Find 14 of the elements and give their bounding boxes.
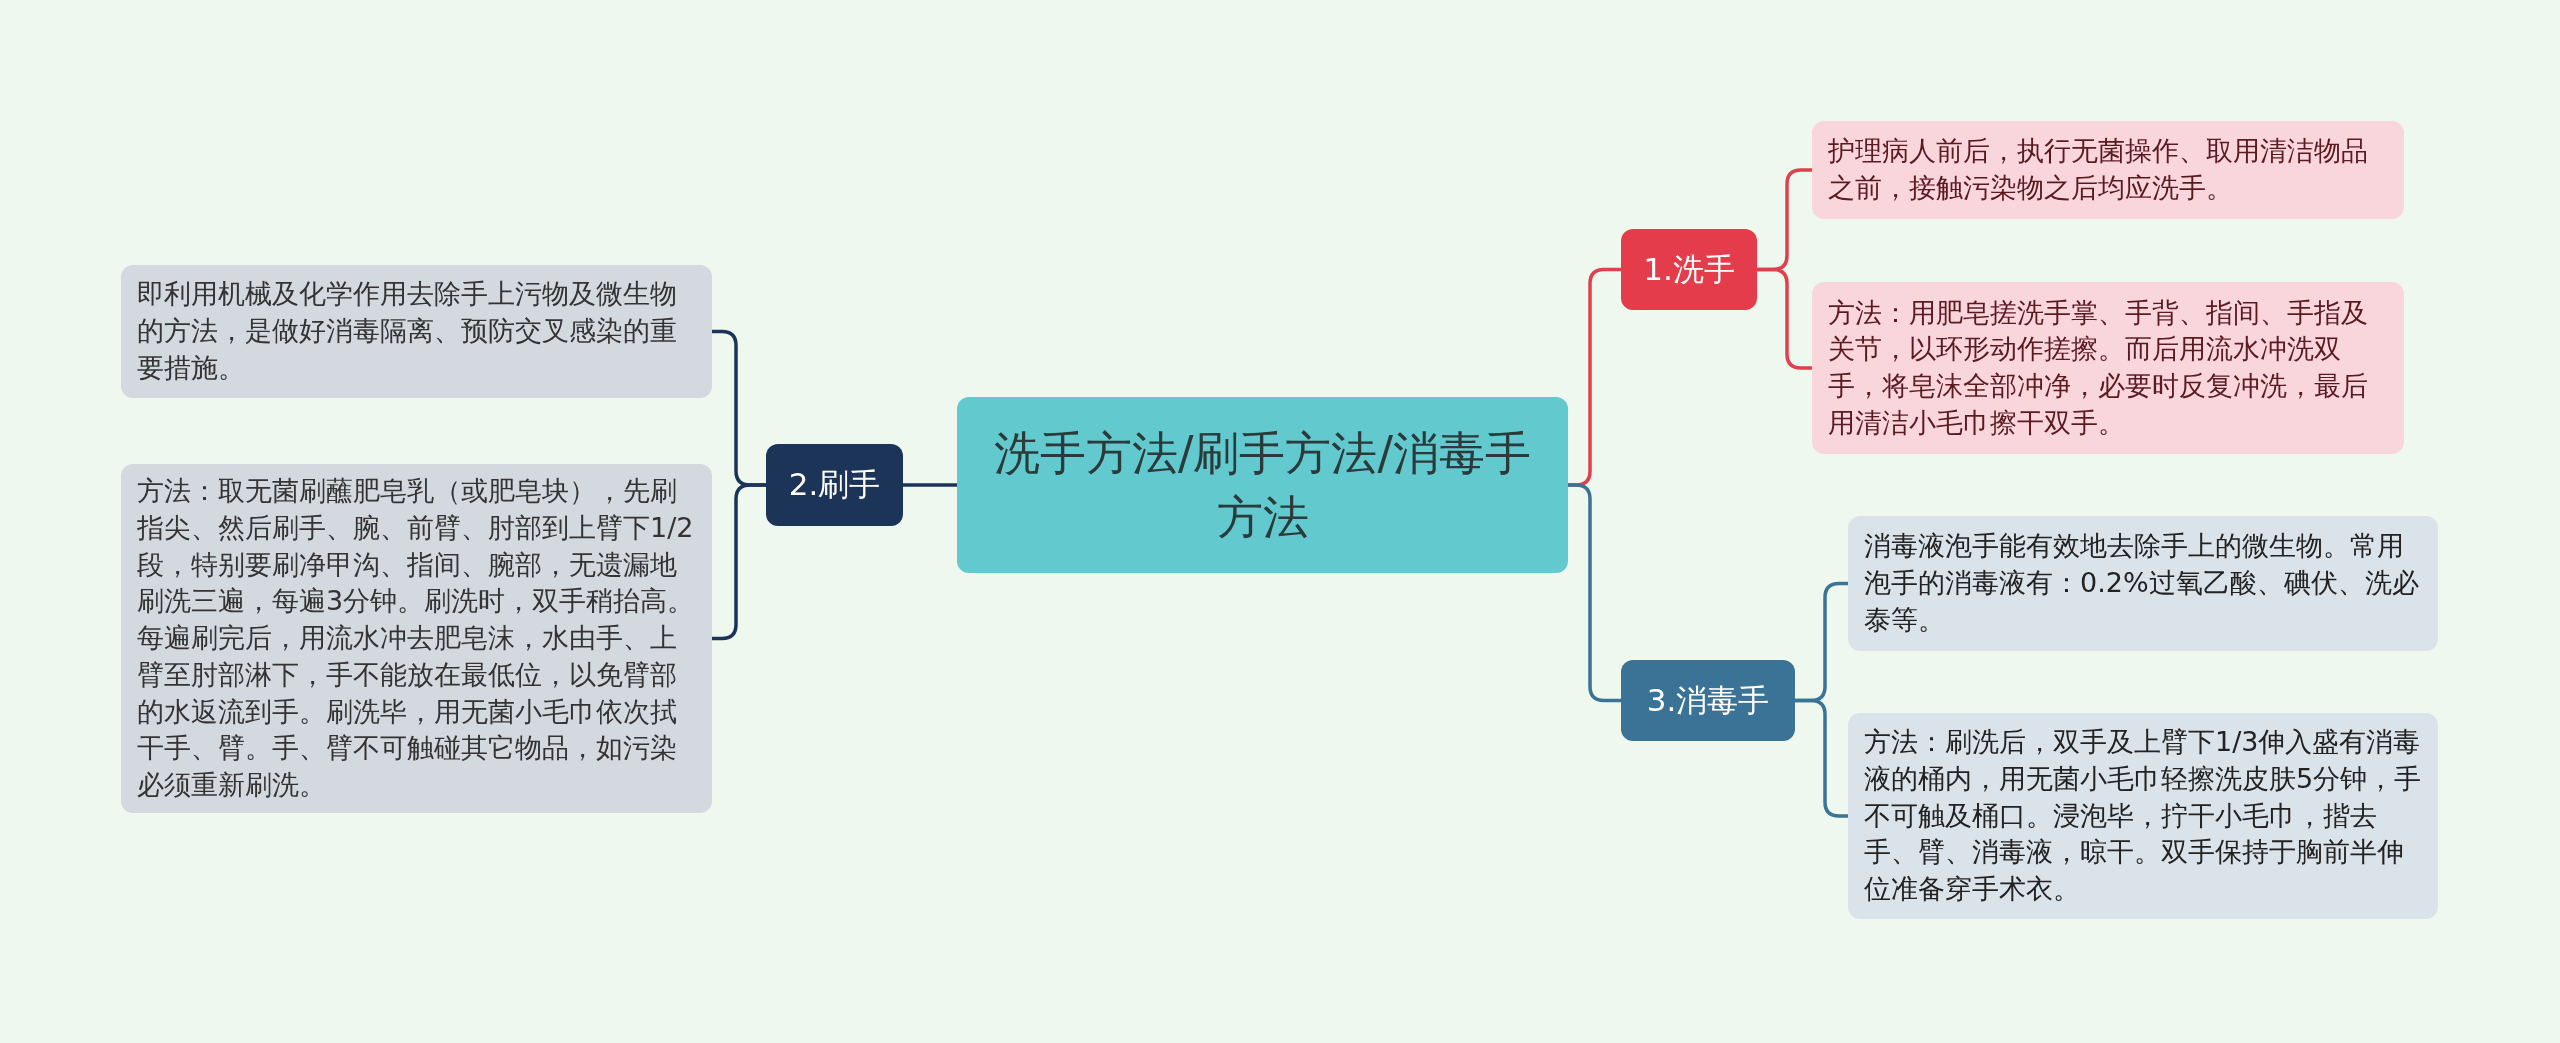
note-box: 方法：刷洗后，双手及上臂下1/3伸入盛有消毒液的桶内，用无菌小毛巾轻擦洗皮肤5分钟，手不可触及桶口。浸泡毕，拧干小毛巾，揩去手、臂、消毒液，晾干。双手保持于胸前半伸位准备穿手术衣。	[1848, 713, 2438, 919]
central-topic-box: 洗手方法/刷手方法/消毒手方法	[957, 397, 1568, 573]
note-box: 即利用机械及化学作用去除手上污物及微生物的方法，是做好消毒隔离、预防交叉感染的重要措施。	[121, 265, 712, 398]
topic-box: 1.洗手	[1621, 229, 1757, 310]
connector-line	[1795, 698, 1848, 818]
connector-line	[1757, 267, 1812, 370]
topic-box: 3.消毒手	[1621, 660, 1795, 741]
topic-box: 2.刷手	[766, 444, 903, 526]
note-box: 方法：用肥皂搓洗手掌、手背、指间、手指及关节，以环形动作搓擦。而后用流水冲洗双手，将皂沫全部冲净，必要时反复冲洗，最后用清洁小毛巾擦干双手。	[1812, 282, 2404, 454]
note-box: 消毒液泡手能有效地去除手上的微生物。常用泡手的消毒液有：0.2%过氧乙酸、碘伏、洗必泰等。	[1848, 516, 2438, 651]
note-box: 方法：取无菌刷蘸肥皂乳（或肥皂块），先刷指尖、然后刷手、腕、前臂、肘部到上臂下1/2段，特别要刷净甲沟、指间、腕部，无遗漏地刷洗三遍，每遍3分钟。刷洗时，双手稍抬高。每遍刷完后，用流水冲去肥皂沫，水由手、上臂至肘部淋下，手不能放在最低位，以免臂部的水返流到手。刷洗毕，用无菌小毛巾依次拭干手、臂。手、臂不可触碰其它物品，如污染必须重新刷洗。	[121, 464, 712, 813]
connector-line	[903, 483, 957, 487]
note-box: 护理病人前后，执行无菌操作、取用清洁物品之前，接触污染物之后均应洗手。	[1812, 121, 2404, 219]
connector-line	[712, 483, 766, 641]
